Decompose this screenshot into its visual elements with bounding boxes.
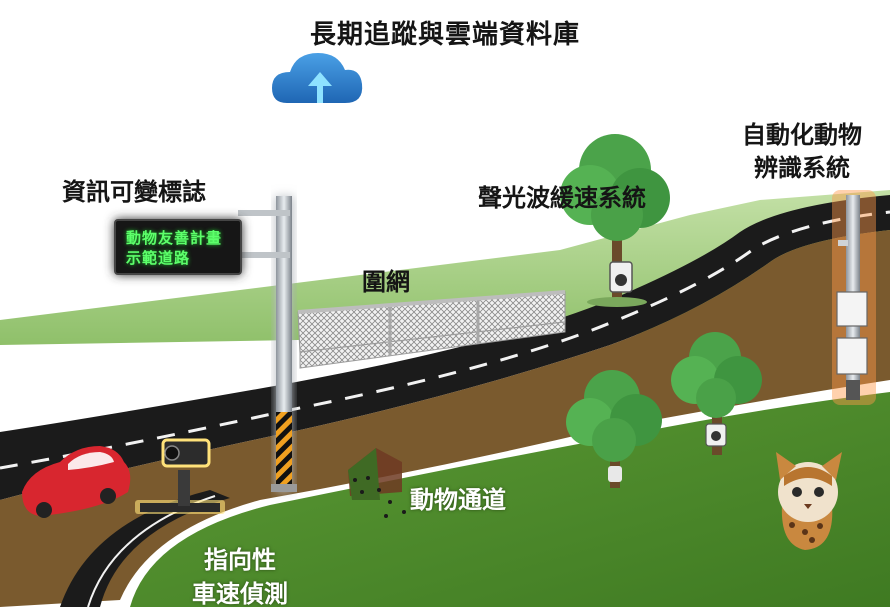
cloud-upload-icon	[272, 53, 363, 103]
vms-sign-line1: 動物友善計畫	[126, 229, 223, 247]
label-light-wave-system: 聲光波緩速系統	[478, 184, 646, 212]
label-animal-passage: 動物通道	[410, 486, 506, 514]
label-directional-line1: 指向性	[204, 546, 276, 574]
page-title: 長期追蹤與雲端資料庫	[309, 20, 580, 50]
light-wave-device	[609, 261, 633, 293]
label-auto-recognition-line1: 自動化動物	[742, 121, 862, 149]
label-directional-line2: 車速偵測	[192, 580, 288, 608]
dark-grass-field	[130, 392, 890, 607]
tree-upper	[560, 134, 670, 307]
leopard-cat-icon	[776, 452, 842, 550]
road-center-line	[0, 210, 890, 470]
lower-road-edge	[60, 490, 230, 607]
tree-mid	[566, 370, 662, 488]
animal-passage	[348, 448, 406, 518]
label-auto-recognition-line2: 辨識系統	[754, 154, 850, 182]
vms-sign-line2: 示範道路	[126, 249, 191, 267]
speed-camera-icon	[135, 438, 225, 514]
tree-right	[671, 332, 762, 455]
label-fence: 圍網	[362, 268, 410, 296]
car-icon	[22, 446, 131, 518]
vms-pole	[238, 196, 297, 492]
dirt-verge	[0, 230, 890, 607]
fence	[297, 290, 566, 369]
recognition-pole-icon	[832, 190, 876, 405]
vms-sign	[114, 219, 242, 275]
label-variable-message-sign: 資訊可變標誌	[62, 178, 206, 206]
